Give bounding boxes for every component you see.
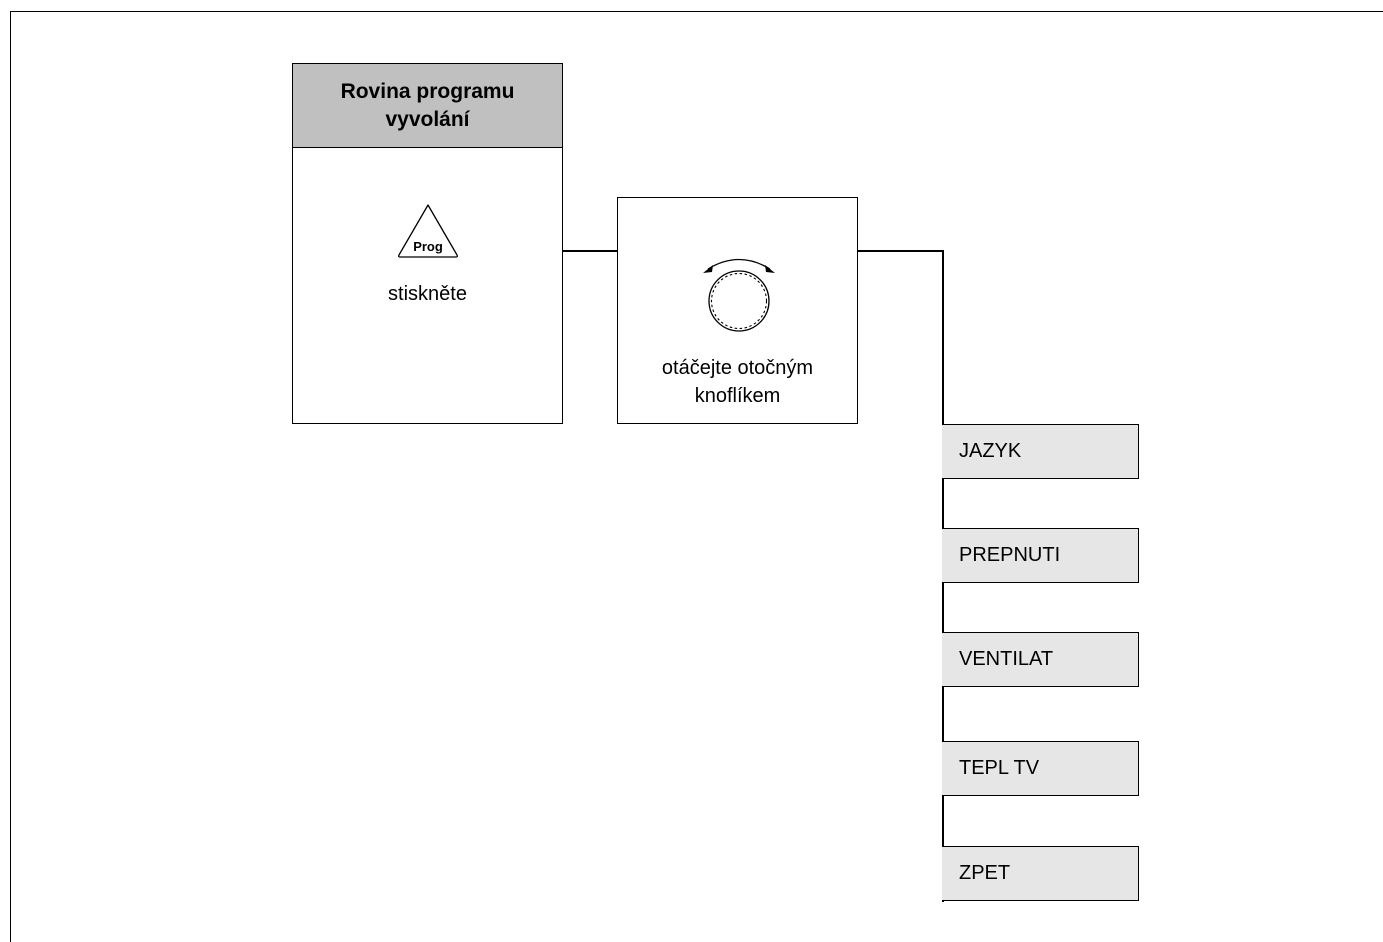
diagram-frame xyxy=(10,11,1383,942)
program-level-box: Rovina programu vyvolání Prog stiskněte xyxy=(292,63,563,424)
menu-item-zpet[interactable]: ZPET xyxy=(942,846,1139,901)
menu-item-prepnuti[interactable]: PREPNUTI xyxy=(942,528,1139,583)
menu-item-tepl-tv[interactable]: TEPL TV xyxy=(942,741,1139,796)
prog-button-label: Prog xyxy=(413,239,443,254)
rotate-knob-label: otáčejte otočným knoflíkem xyxy=(661,357,814,407)
rotary-knob-box: otáčejte otočným knoflíkem xyxy=(617,197,858,424)
connector-line xyxy=(858,250,943,252)
connector-line xyxy=(563,250,617,252)
menu-item-jazyk[interactable]: JAZYK xyxy=(942,424,1139,479)
rotary-knob-icon xyxy=(700,254,778,339)
press-label: stiskněte xyxy=(388,283,467,305)
prog-button-icon: Prog xyxy=(396,203,460,264)
menu-item-ventilat[interactable]: VENTILAT xyxy=(942,632,1139,687)
program-level-header: Rovina programu vyvolání xyxy=(293,64,562,148)
